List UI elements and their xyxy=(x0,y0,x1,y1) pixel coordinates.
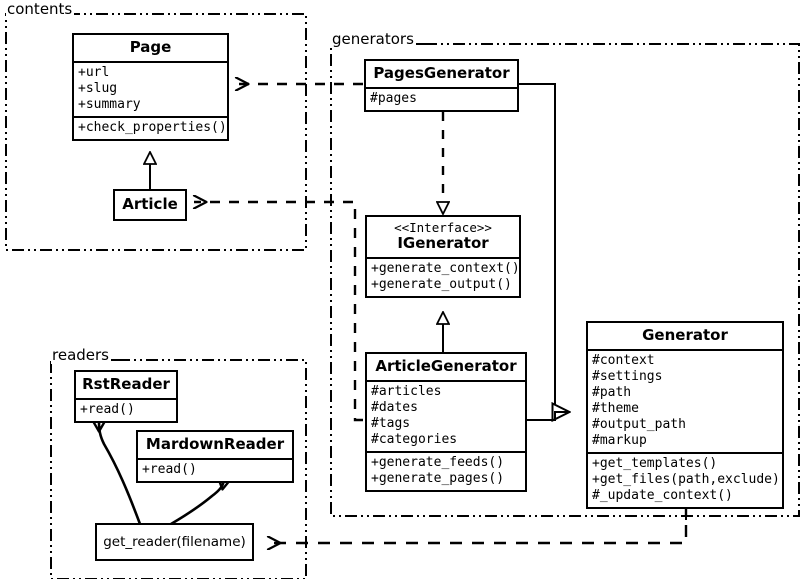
attribute-item: #settings xyxy=(592,369,663,384)
operation-item: +generate_context() xyxy=(371,260,520,276)
class-attributes-generator: #context #settings #path #theme #output_… xyxy=(588,349,782,452)
class-operations-mardownreader: +read() xyxy=(138,458,292,481)
function-box-get-reader[interactable]: get_reader(filename) xyxy=(95,523,254,561)
class-stereotype-igenerator: <<Interface>> xyxy=(394,220,492,235)
attribute-item: #articles xyxy=(371,384,442,399)
attribute-item: #path xyxy=(592,385,632,400)
package-label-readers: readers xyxy=(51,346,111,364)
class-name-igenerator: IGenerator xyxy=(397,233,489,252)
class-operations-igenerator: +generate_context() +generate_output() xyxy=(367,256,520,296)
class-name-rstreader: RstReader xyxy=(82,375,170,393)
class-box-rstreader[interactable]: RstReader +read() xyxy=(74,370,178,423)
class-box-igenerator[interactable]: <<Interface>> IGenerator +generate_conte… xyxy=(365,215,521,298)
operation-item: +generate_feeds() xyxy=(371,455,505,470)
class-operations-rstreader: +read() xyxy=(76,398,176,421)
attribute-item: +url xyxy=(78,65,110,80)
link-get-reader-to-mardownreader xyxy=(170,480,224,526)
class-name-generator: Generator xyxy=(642,326,728,344)
class-name-article: Article xyxy=(122,195,178,213)
operation-item: +read() xyxy=(80,402,135,417)
attribute-item: #pages xyxy=(370,91,417,106)
link-articlegenerator-to-generator xyxy=(527,411,570,421)
class-box-mardownreader[interactable]: MardownReader +read() xyxy=(136,430,294,483)
class-operations-page: +check_properties() xyxy=(74,116,227,139)
class-box-generator[interactable]: Generator #context #settings #path #them… xyxy=(586,321,784,509)
class-box-article[interactable]: Article xyxy=(113,189,187,221)
attribute-item: +slug xyxy=(78,81,118,96)
attribute-item: #theme xyxy=(592,401,639,416)
operation-item: +generate_output() xyxy=(371,276,512,292)
class-attributes-articlegenerator: #articles #dates #tags #categories xyxy=(367,380,525,451)
attribute-item: #dates xyxy=(371,400,418,415)
attribute-item: #markup xyxy=(592,433,647,448)
attribute-item: #context xyxy=(592,353,655,368)
attribute-item: #output_path xyxy=(592,417,686,432)
package-label-contents: contents xyxy=(6,0,75,18)
class-box-page[interactable]: Page +url +slug +summary +check_properti… xyxy=(72,33,229,141)
class-attributes-pagesgenerator: #pages xyxy=(366,87,517,110)
attribute-item: +summary xyxy=(78,97,141,112)
operation-item: +get_templates() xyxy=(592,456,718,471)
class-name-articlegenerator: ArticleGenerator xyxy=(375,357,517,375)
class-name-pagesgenerator: PagesGenerator xyxy=(373,64,510,82)
operation-item: +read() xyxy=(142,462,197,477)
operation-item: +get_files(path,exclude) xyxy=(592,472,780,487)
link-generator-uses-get-reader xyxy=(268,503,688,543)
class-operations-generator: +get_templates() +get_files(path,exclude… xyxy=(588,452,782,507)
operation-item: #_update_context() xyxy=(592,488,733,503)
operation-item: +generate_pages() xyxy=(371,471,505,486)
function-name-get-reader: get_reader(filename) xyxy=(103,534,246,550)
class-name-page: Page xyxy=(129,38,172,56)
class-operations-articlegenerator: +generate_feeds() +generate_pages() xyxy=(367,451,525,490)
link-articlegenerator-uses-article xyxy=(194,202,363,422)
link-get-reader-to-rstreader xyxy=(99,422,142,525)
class-name-mardownreader: MardownReader xyxy=(145,435,285,453)
class-box-pagesgenerator[interactable]: PagesGenerator #pages xyxy=(364,59,519,112)
operation-item: +check_properties() xyxy=(78,120,227,135)
attribute-item: #tags xyxy=(371,416,411,431)
class-box-articlegenerator[interactable]: ArticleGenerator #articles #dates #tags … xyxy=(365,352,527,492)
class-attributes-page: +url +slug +summary xyxy=(74,61,227,116)
package-label-generators: generators xyxy=(331,30,416,48)
attribute-item: #categories xyxy=(371,432,458,447)
